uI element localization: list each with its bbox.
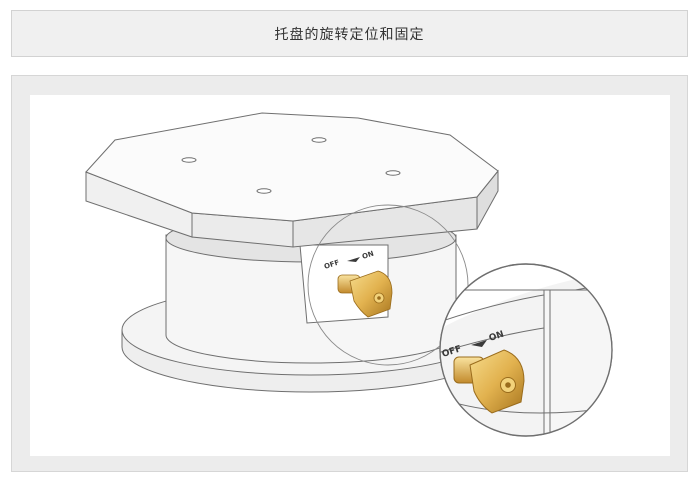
title-bar: 托盘的旋转定位和固定 — [11, 10, 688, 57]
detail-callout-circle — [307, 204, 469, 366]
pallet-illustration: OFF ON OFF ON — [85, 112, 613, 437]
page-title: 托盘的旋转定位和固定 — [274, 26, 425, 43]
valve-on-label: ON — [361, 250, 375, 261]
mag-valve-on-label: ON — [488, 330, 506, 344]
locking-valve: OFF ON — [323, 250, 393, 318]
figure-canvas: OFF ON OFF ON — [30, 95, 670, 456]
pallet-top-plate — [85, 112, 499, 248]
